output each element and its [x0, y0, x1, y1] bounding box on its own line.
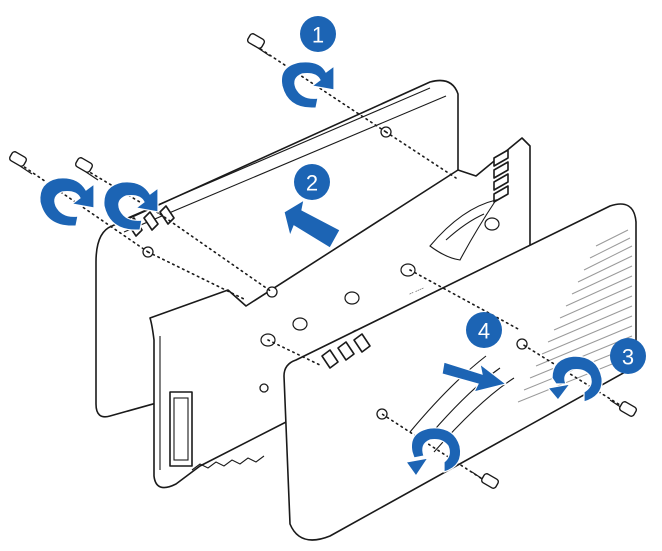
- slide-arrow-icon: [441, 361, 508, 393]
- rotate-arrow-icon: [280, 61, 335, 109]
- step-badge-1: 1: [300, 16, 336, 52]
- step-badge-4: 4: [466, 312, 502, 348]
- step-badge-3: 3: [610, 338, 646, 374]
- cooling-fins: [517, 229, 633, 403]
- slide-arrow-icon: [283, 198, 341, 249]
- step-number: 4: [478, 319, 490, 344]
- step-badge-2: 2: [294, 164, 330, 200]
- screw-icon: [471, 471, 500, 489]
- screw-icon: [8, 151, 33, 175]
- rotate-arrow-icon: [103, 181, 159, 231]
- screw-icon: [74, 157, 99, 181]
- rotate-arrow-icon: [39, 177, 95, 227]
- step-number: 1: [312, 23, 324, 48]
- screw-icon: [246, 33, 271, 57]
- step-number: 3: [622, 345, 634, 370]
- screw-icon: [609, 399, 638, 417]
- rotate-arrow-icon: [404, 427, 462, 478]
- rotate-arrow-icon: [546, 355, 603, 403]
- step-number: 2: [306, 171, 318, 196]
